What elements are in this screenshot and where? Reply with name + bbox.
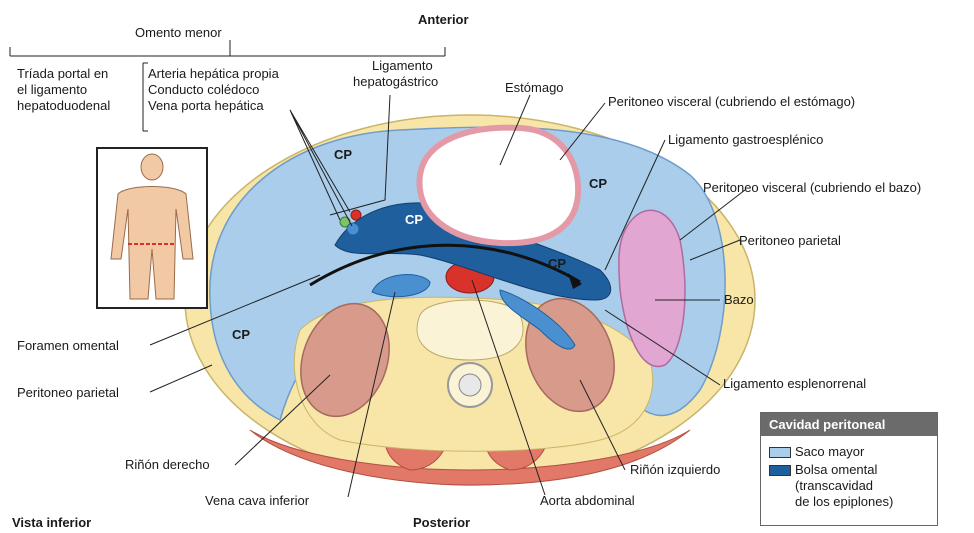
triada-label-line3: hepatoduodenal bbox=[17, 98, 110, 113]
cp-label-right: CP bbox=[589, 176, 607, 191]
vena-cava-label: Vena cava inferior bbox=[205, 493, 309, 508]
hepatic-artery bbox=[351, 210, 361, 220]
lig-hepatogastrico-line2: hepatogástrico bbox=[353, 74, 438, 89]
legend-bolsa-line3: de los epiplones) bbox=[795, 494, 893, 509]
lig-esplenorrenal-label: Ligamento esplenorrenal bbox=[723, 376, 866, 391]
vista-inferior-label: Vista inferior bbox=[12, 515, 91, 530]
triada-label-line2: el ligamento bbox=[17, 82, 87, 97]
posterior-label: Posterior bbox=[413, 515, 470, 530]
aorta-label: Aorta abdominal bbox=[540, 493, 635, 508]
legend-swatch-bolsa-omental bbox=[769, 465, 791, 476]
human-figure-icon bbox=[98, 149, 206, 307]
legend-swatch-saco-mayor bbox=[769, 447, 791, 458]
cp-label-bursa: CP bbox=[405, 212, 423, 227]
peritoneo-parietal-left-label: Peritoneo parietal bbox=[17, 385, 119, 400]
cp-label-bursa-right: CP bbox=[548, 256, 566, 271]
legend-saco-mayor: Saco mayor bbox=[795, 444, 864, 459]
bazo-label: Bazo bbox=[724, 292, 754, 307]
vena-porta-label: Vena porta hepática bbox=[148, 98, 264, 113]
peritoneo-parietal-right-label: Peritoneo parietal bbox=[739, 233, 841, 248]
portal-vein bbox=[347, 223, 359, 235]
legend-title: Cavidad peritoneal bbox=[761, 413, 937, 436]
legend: Cavidad peritoneal Saco mayor Bolsa omen… bbox=[760, 412, 938, 526]
lig-gastroesplenico-label: Ligamento gastroesplénico bbox=[668, 132, 823, 147]
body-inset-figure bbox=[96, 147, 208, 309]
vertebral-body bbox=[417, 300, 523, 360]
cp-label-top: CP bbox=[334, 147, 352, 162]
cp-label-left: CP bbox=[232, 327, 250, 342]
foramen-omental-label: Foramen omental bbox=[17, 338, 119, 353]
rinon-derecho-label: Riñón derecho bbox=[125, 457, 210, 472]
stomach bbox=[420, 128, 579, 244]
estomago-label: Estómago bbox=[505, 80, 564, 95]
arteria-label: Arteria hepática propia bbox=[148, 66, 279, 81]
triada-label-line1: Tríada portal en bbox=[17, 66, 108, 81]
lig-hepatogastrico-line1: Ligamento bbox=[372, 58, 433, 73]
peritoneo-visceral-bazo-label: Peritoneo visceral (cubriendo el bazo) bbox=[703, 180, 921, 195]
anterior-label: Anterior bbox=[418, 12, 469, 27]
legend-bolsa-line1: Bolsa omental bbox=[795, 462, 877, 477]
conducto-label: Conducto colédoco bbox=[148, 82, 259, 97]
omento-menor-label: Omento menor bbox=[135, 25, 222, 40]
peritoneo-visceral-estomago-label: Peritoneo visceral (cubriendo el estómag… bbox=[608, 94, 855, 109]
spinal-cord bbox=[459, 374, 481, 396]
rinon-izquierdo-label: Riñón izquierdo bbox=[630, 462, 720, 477]
legend-bolsa-line2: (transcavidad bbox=[795, 478, 873, 493]
